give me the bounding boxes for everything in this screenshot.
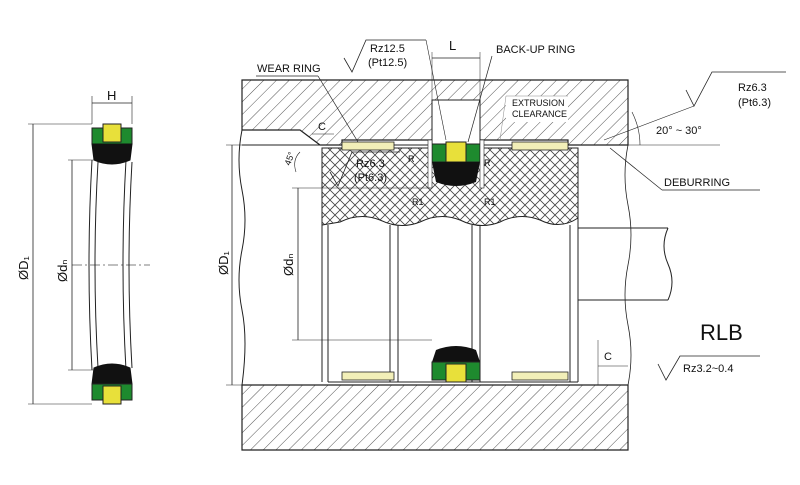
wear-ring-bottom-left (341, 371, 395, 381)
pt63-top-label: (Pt6.3) (738, 97, 771, 109)
wear-ring-bottom-right (511, 371, 569, 381)
groove-width-l-label: L (449, 38, 456, 53)
cylinder-section-view: ØD₁ Ødₙ L C 45° R R R1 R1 C (216, 38, 673, 451)
top-seal-section (91, 123, 133, 165)
width-h-label: H (107, 88, 116, 103)
wear-ring-callout: WEAR RING (257, 63, 321, 75)
cylinder-housing-bottom (241, 384, 629, 451)
radius1-label-left: R1 (412, 197, 424, 207)
ring-side-view: H ØD₁ Ødₙ (16, 88, 150, 405)
extrusion-label: EXTRUSION (512, 98, 565, 108)
bottom-chamfer-c-label: C (604, 351, 612, 363)
radius1-label-right: R1 (484, 197, 496, 207)
wear-ring-top-left (341, 141, 395, 151)
rz63-mid-label: Rz6.3 (356, 158, 385, 170)
back-up-ring-callout: BACK-UP RING (496, 44, 575, 56)
piston-seal-top (427, 139, 485, 189)
angle-45-label: 45° (282, 150, 296, 167)
piston-seal-bottom (431, 346, 481, 383)
deburring-callout: DEBURRING (664, 177, 730, 189)
pt125-label: (Pt12.5) (368, 57, 407, 69)
radius-label-right: R (484, 158, 491, 168)
piston-section (321, 147, 579, 226)
model-label: RLB (700, 320, 743, 345)
angle-range-label: 20° ~ 30° (656, 125, 702, 137)
rz63-top-label: Rz6.3 (738, 82, 767, 94)
piston-rod (578, 227, 668, 301)
left-inner-dia-label: Ødₙ (55, 259, 70, 282)
left-outer-dia-label: ØD₁ (16, 256, 31, 281)
chamfer-c-label: C (318, 121, 326, 133)
callouts: WEAR RING Rz12.5 (Pt12.5) BACK-UP RING E… (256, 39, 786, 381)
bottom-seal-section (91, 363, 133, 405)
rz125-label: Rz12.5 (370, 43, 405, 55)
rz-bottom-label: Rz3.2~0.4 (683, 363, 733, 375)
pt63-mid-label: (Pt6.3) (354, 172, 387, 184)
radius-label-left: R (408, 154, 415, 164)
main-inner-dia-label: Ødₙ (281, 253, 296, 276)
main-outer-dia-label: ØD₁ (216, 251, 231, 276)
wear-ring-top-right (511, 141, 569, 151)
clearance-label: CLEARANCE (512, 109, 567, 119)
